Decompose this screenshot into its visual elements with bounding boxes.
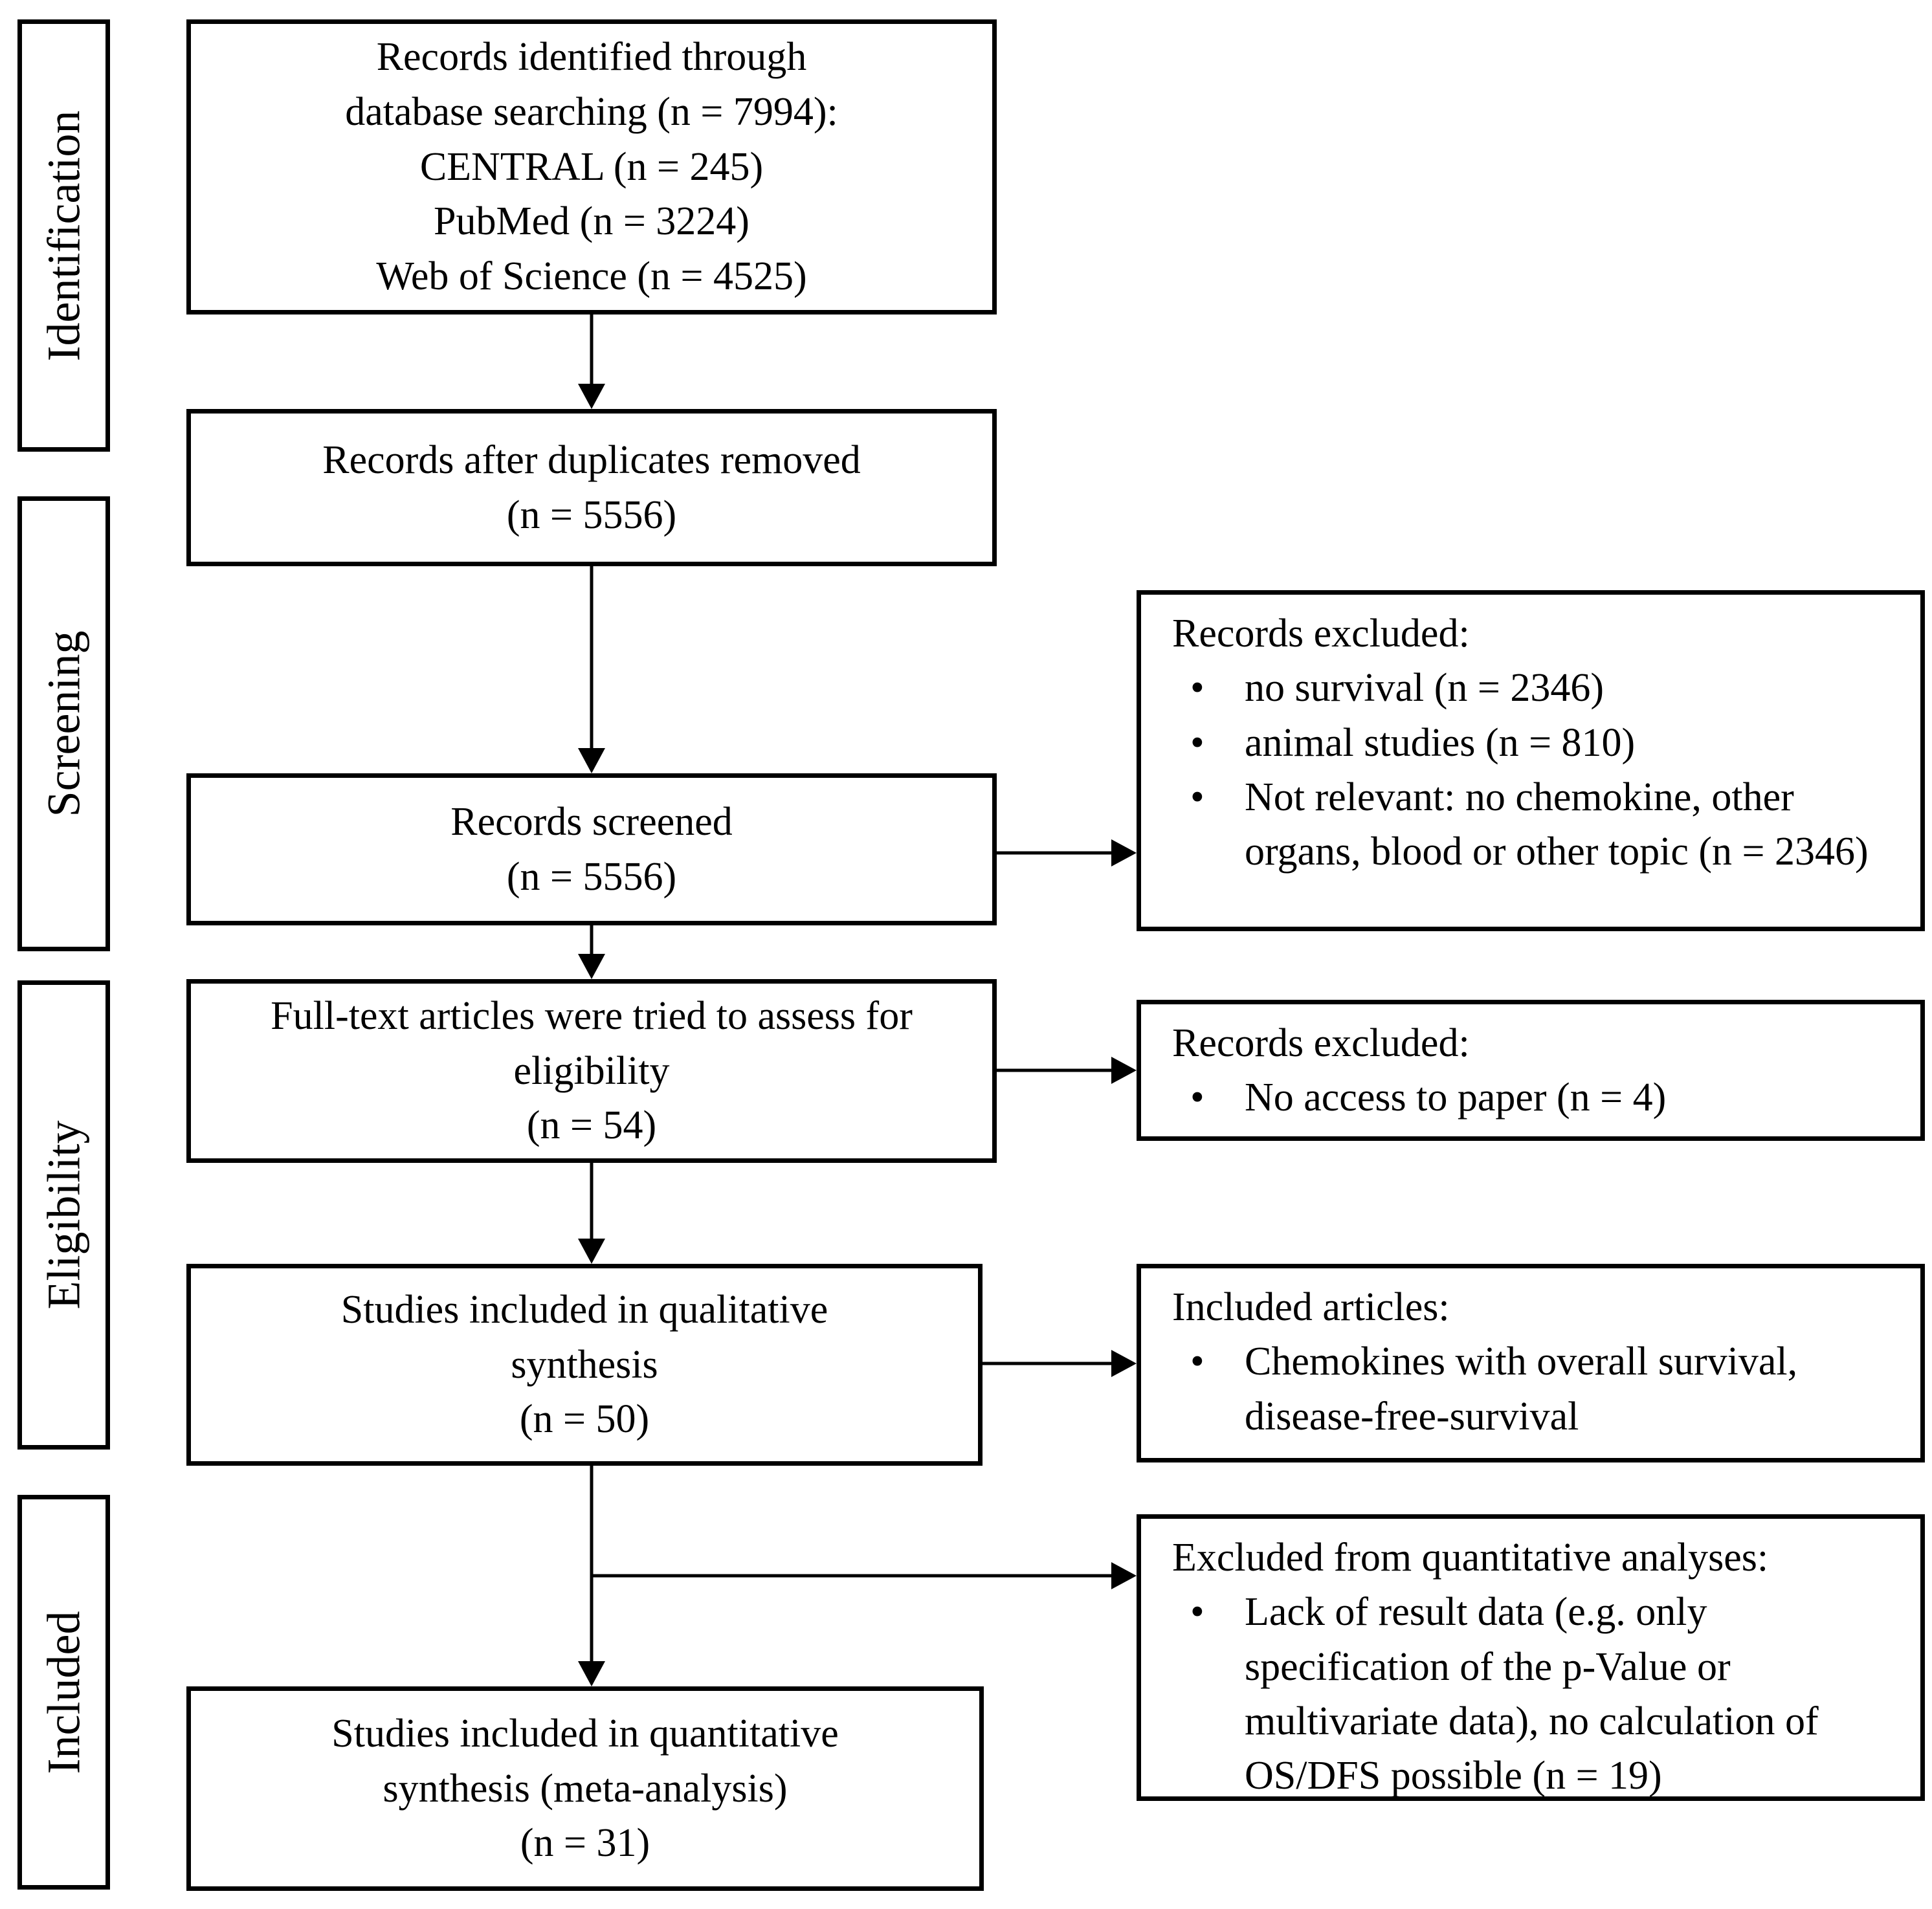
flow-box-records-screened-text: Records screened (n = 5556) xyxy=(450,799,733,899)
flow-box-records-identified-text: Records identified through database sear… xyxy=(345,34,838,299)
stage-label-screening: Screening xyxy=(17,496,110,951)
flow-box-quantitative-synthesis-text: Studies included in quantitative synthes… xyxy=(331,1711,839,1866)
flow-box-records-screened: Records screened (n = 5556) xyxy=(186,773,997,925)
arrow-fulltext-to-qualitative xyxy=(578,1163,605,1264)
arrow-duplicates-to-screened xyxy=(578,566,605,773)
side-box-excluded-quantitative: Excluded from quantitative analyses: Lac… xyxy=(1137,1514,1925,1801)
flow-box-records-after-duplicates-text: Records after duplicates removed (n = 55… xyxy=(322,437,861,537)
side-box-bullet-list: Lack of result data (e.g. only specifica… xyxy=(1172,1585,1904,1803)
flow-box-records-identified: Records identified through database sear… xyxy=(186,19,997,314)
side-box-title: Records excluded: xyxy=(1172,612,1470,656)
stage-label-included-text: Included xyxy=(38,1611,89,1774)
flow-box-fulltext-assessed-text: Full-text articles were tried to assess … xyxy=(271,993,913,1148)
side-box-bullet: Not relevant: no chemokine, other organs… xyxy=(1172,770,1904,879)
arrow-fulltext-to-excluded xyxy=(997,1057,1137,1084)
side-box-bullet: Chemokines with overall survival, diseas… xyxy=(1172,1334,1904,1444)
stage-label-identification: Identification xyxy=(17,19,110,452)
side-box-bullet-list: Chemokines with overall survival, diseas… xyxy=(1172,1334,1904,1444)
stage-label-eligibility: Eligibility xyxy=(17,980,110,1450)
side-box-bullet: no survival (n = 2346) xyxy=(1172,661,1904,716)
side-box-title: Included articles: xyxy=(1172,1285,1450,1329)
arrow-screened-to-excluded xyxy=(997,839,1137,866)
flow-box-fulltext-assessed: Full-text articles were tried to assess … xyxy=(186,979,997,1163)
side-box-bullet: No access to paper (n = 4) xyxy=(1172,1070,1904,1125)
side-box-records-excluded-screening: Records excluded: no survival (n = 2346)… xyxy=(1137,590,1925,931)
side-box-bullet: Lack of result data (e.g. only specifica… xyxy=(1172,1585,1904,1803)
flow-box-qualitative-synthesis-text: Studies included in qualitative synthesi… xyxy=(340,1287,828,1442)
flow-box-quantitative-synthesis: Studies included in quantitative synthes… xyxy=(186,1686,984,1891)
arrow-qualitative-to-quantitative xyxy=(578,1466,605,1686)
side-box-records-excluded-eligibility: Records excluded: No access to paper (n … xyxy=(1137,1000,1925,1141)
side-box-bullet: animal studies (n = 810) xyxy=(1172,716,1904,771)
side-box-bullet-list: no survival (n = 2346) animal studies (n… xyxy=(1172,661,1904,879)
flow-box-qualitative-synthesis: Studies included in qualitative synthesi… xyxy=(186,1264,983,1466)
flow-box-records-after-duplicates: Records after duplicates removed (n = 55… xyxy=(186,409,997,566)
arrow-branch-to-excluded-quantitative xyxy=(592,1562,1137,1589)
stage-label-eligibility-text: Eligibility xyxy=(38,1120,90,1310)
side-box-included-articles: Included articles: Chemokines with overa… xyxy=(1137,1264,1925,1462)
side-box-bullet-list: No access to paper (n = 4) xyxy=(1172,1070,1904,1125)
side-box-title: Records excluded: xyxy=(1172,1021,1470,1065)
arrow-qualitative-to-included-articles xyxy=(983,1350,1137,1377)
stage-label-screening-text: Screening xyxy=(38,630,89,817)
stage-label-identification-text: Identification xyxy=(38,110,89,361)
side-box-title: Excluded from quantitative analyses: xyxy=(1172,1536,1769,1580)
arrow-identified-to-duplicates xyxy=(578,314,605,409)
arrow-screened-to-fulltext xyxy=(578,925,605,979)
stage-label-included: Included xyxy=(17,1495,110,1890)
